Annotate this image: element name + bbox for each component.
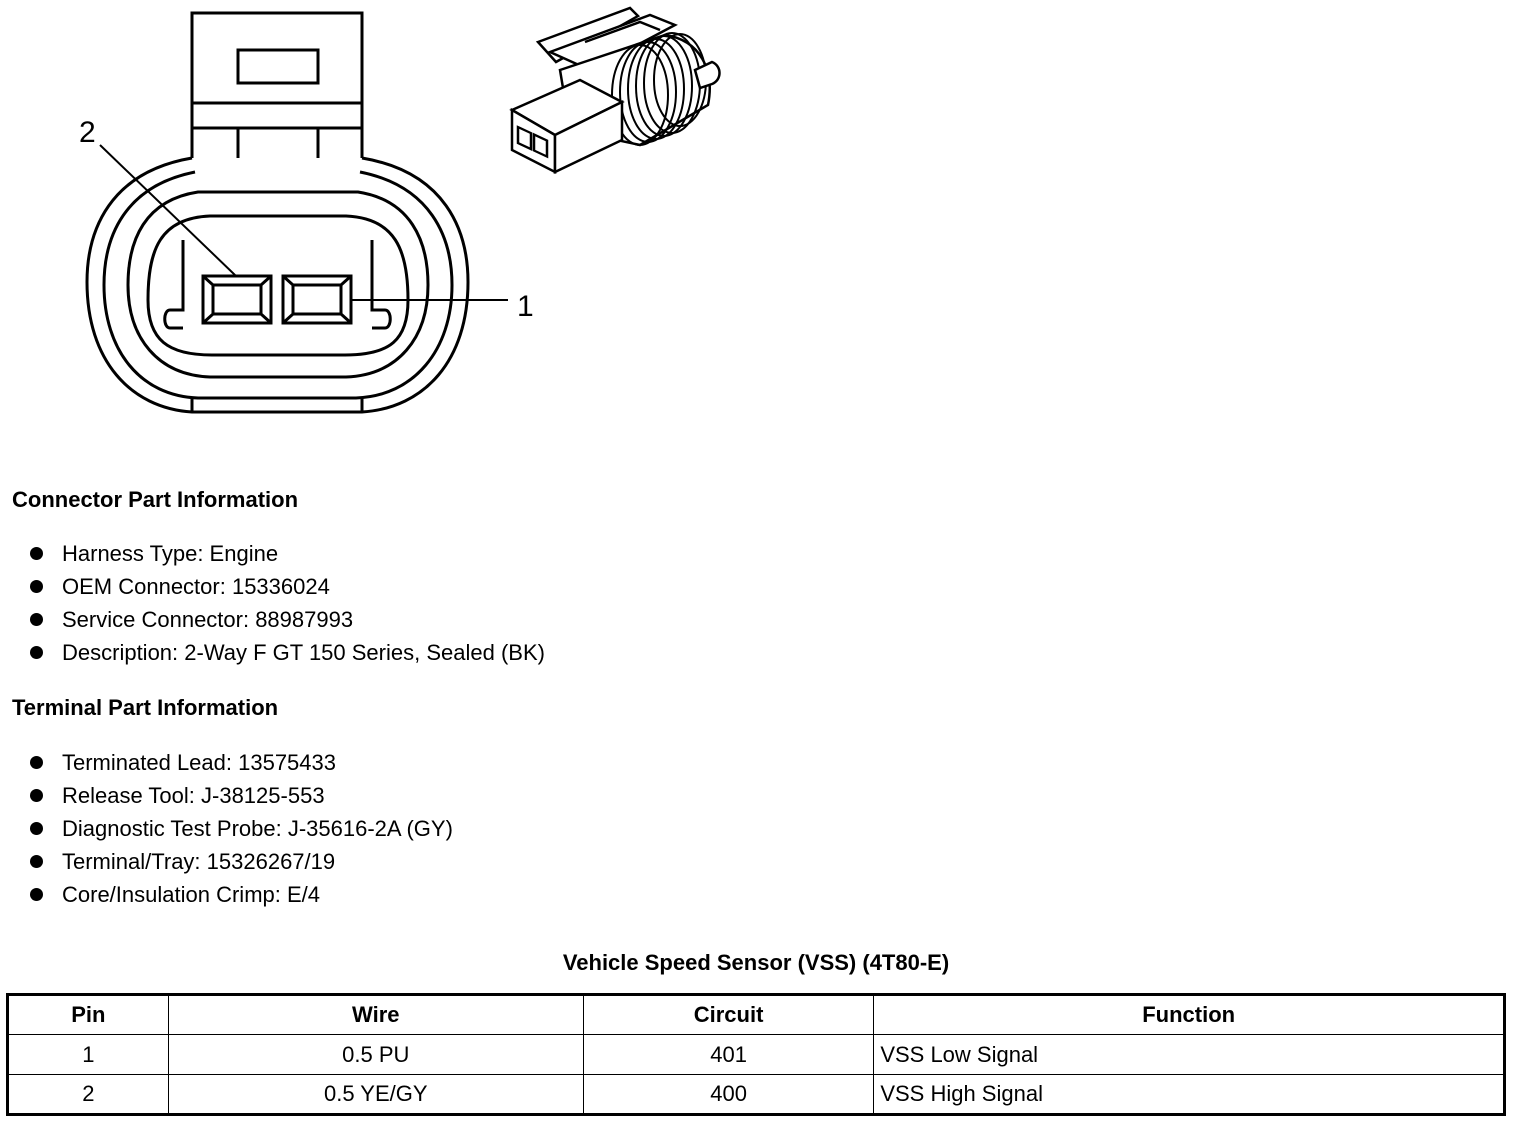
connector-housing: [85, 156, 470, 414]
bullet-icon: [30, 613, 43, 626]
bullet-icon: [30, 855, 43, 868]
bullet-icon: [30, 580, 43, 593]
list-item: Terminal/Tray: 15326267/19: [0, 845, 453, 878]
terminal-pin-2: [201, 274, 273, 325]
leader-line-pin-2: [99, 144, 237, 277]
bullet-icon: [30, 888, 43, 901]
connector-info-list: Harness Type: Engine OEM Connector: 1533…: [0, 537, 545, 669]
cell-pin: 2: [7, 1074, 169, 1115]
cell-wire: 0.5 PU: [167, 1034, 584, 1075]
bullet-icon: [30, 756, 43, 769]
list-item: Terminated Lead: 13575433: [0, 746, 453, 779]
column-header-wire: Wire: [167, 994, 584, 1035]
connector-latch: [190, 11, 364, 163]
connector-face-diagram: [85, 11, 508, 414]
cell-circuit: 401: [582, 1034, 875, 1075]
column-header-function: Function: [873, 994, 1505, 1035]
table-header-row: Pin Wire Circuit Function: [7, 994, 1505, 1035]
cell-wire: 0.5 YE/GY: [167, 1074, 584, 1115]
list-item: Description: 2-Way F GT 150 Series, Seal…: [0, 636, 545, 669]
bullet-icon: [30, 547, 43, 560]
cell-function: VSS Low Signal: [873, 1034, 1505, 1075]
list-item: Diagnostic Test Probe: J-35616-2A (GY): [0, 812, 453, 845]
terminal-info-list: Terminated Lead: 13575433 Release Tool: …: [0, 746, 453, 911]
terminal-info-heading: Terminal Part Information: [12, 695, 279, 720]
column-header-pin: Pin: [7, 994, 169, 1035]
column-header-circuit: Circuit: [582, 994, 875, 1035]
bullet-icon: [30, 646, 43, 659]
list-item: Harness Type: Engine: [0, 537, 545, 570]
cell-function: VSS High Signal: [873, 1074, 1505, 1115]
bullet-icon: [30, 822, 43, 835]
pinout-table: Pin Wire Circuit Function 1 0.5 PU 401 V…: [6, 993, 1506, 1116]
cell-pin: 1: [7, 1034, 169, 1075]
pin-1-callout: 1: [517, 290, 534, 323]
list-item: Release Tool: J-38125-553: [0, 779, 453, 812]
list-item: OEM Connector: 15336024: [0, 570, 545, 603]
pinout-table-title: Vehicle Speed Sensor (VSS) (4T80-E): [562, 950, 950, 975]
connector-isometric-diagram: [509, 6, 721, 175]
list-item: Service Connector: 88987993: [0, 603, 545, 636]
list-item: Core/Insulation Crimp: E/4: [0, 878, 453, 911]
table-row: 1 0.5 PU 401 VSS Low Signal: [7, 1034, 1505, 1075]
connector-info-heading: Connector Part Information: [12, 487, 299, 512]
table-row: 2 0.5 YE/GY 400 VSS High Signal: [7, 1074, 1505, 1115]
pin-2-callout: 2: [79, 116, 96, 149]
cell-circuit: 400: [582, 1074, 875, 1115]
bullet-icon: [30, 789, 43, 802]
